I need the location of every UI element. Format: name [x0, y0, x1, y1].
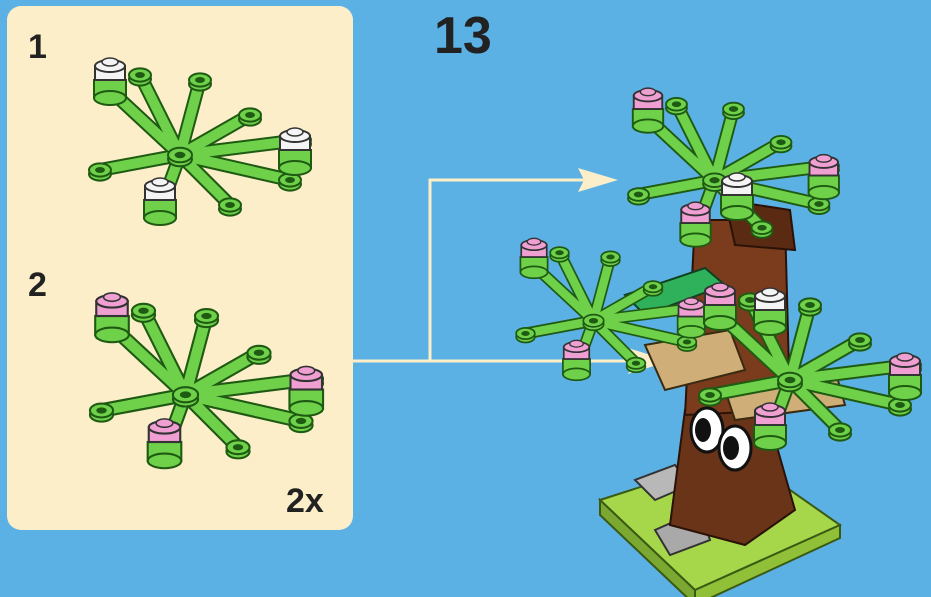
tree-model-icon	[515, 87, 922, 597]
quantity-multiplier: 2x	[286, 482, 324, 520]
step-number: 13	[434, 7, 492, 65]
substep-2-number: 2	[28, 266, 47, 304]
substep-1-number: 1	[28, 28, 47, 66]
leaf-assembly-pink-icon	[88, 292, 325, 470]
leaf-assembly-white-icon	[88, 57, 312, 226]
